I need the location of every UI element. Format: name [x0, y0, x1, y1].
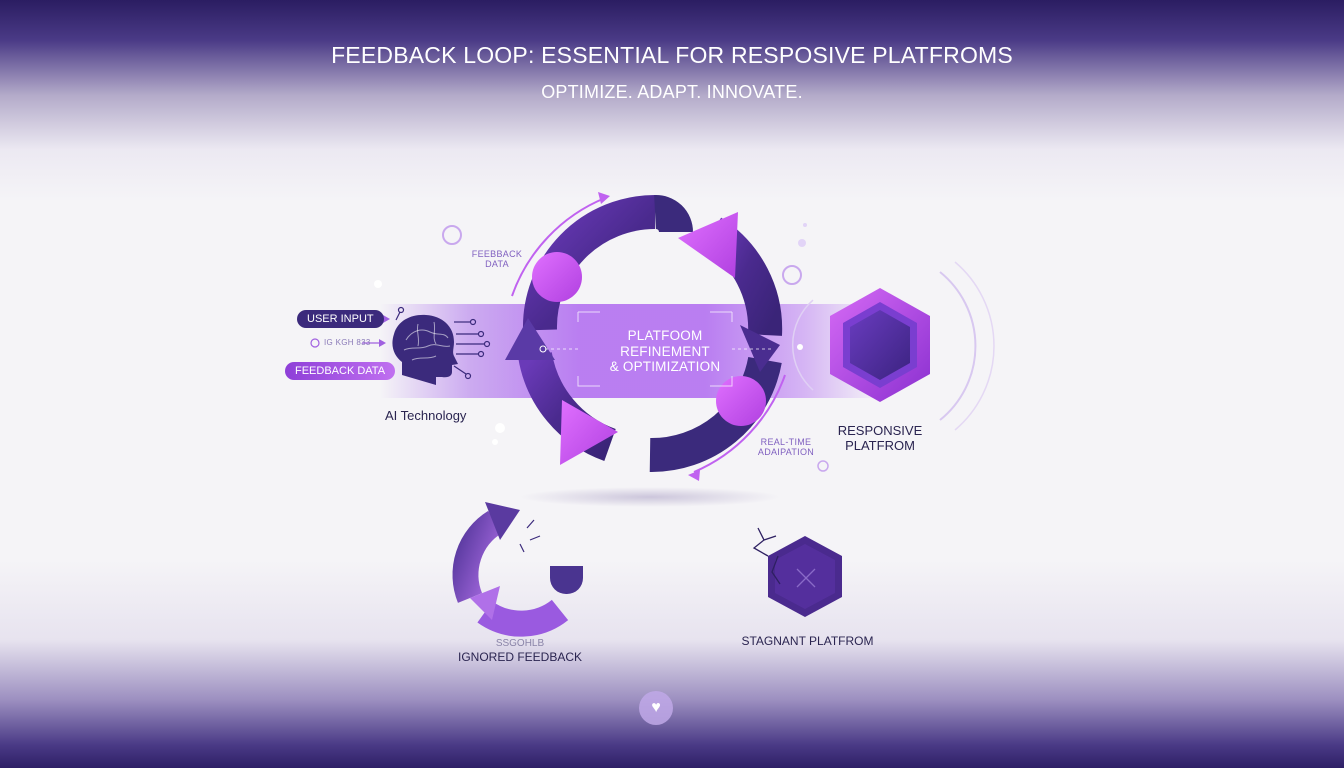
platform-label-line1: RESPONSIVE [837, 423, 923, 438]
feedback-arc-arrow [598, 192, 610, 204]
hexagon-platform-icon [791, 261, 995, 431]
loop-segment-top-left [522, 195, 656, 331]
loop-feedback-data-line2: DATA [485, 259, 509, 269]
adaptation-arc-arrow [688, 470, 700, 481]
page-subtitle: OPTIMIZE. ADAPT. INNOVATE. [541, 82, 803, 102]
adaptation-arc [693, 374, 786, 473]
loop-shadow [520, 487, 780, 507]
realtime-adaptation-label: REAL-TIME ADAIPATION [755, 437, 817, 457]
broken-loop-icon [452, 502, 583, 637]
refinement-band [380, 304, 880, 398]
stagnant-hexagon-icon [752, 527, 842, 617]
center-dot-left [539, 345, 547, 353]
feedback-loop-ring [505, 195, 783, 473]
loop-arrow-right [740, 325, 780, 372]
heart-button-bg [639, 691, 673, 725]
loop-node-bottom [716, 376, 766, 426]
realtime-line2: ADAIPATION [757, 447, 815, 457]
platform-label-line2: PLATFROM [845, 438, 915, 453]
loop-segment-bottom-right [649, 356, 782, 473]
feedback-data-pill: FEEDBACK DATA [285, 362, 396, 380]
arrow-sensor [379, 339, 386, 347]
center-line3: & OPTIMIZATION [609, 359, 721, 374]
center-line1: PLATFOOM [627, 328, 703, 343]
feedback-arc [511, 197, 606, 297]
loop-arrow-left [505, 318, 555, 360]
heart-icon[interactable]: ♥ [651, 699, 661, 716]
sensor-dot [310, 338, 320, 348]
loop-feedback-data-line1: FEEBBACK [471, 249, 523, 259]
loop-cap-top [654, 195, 694, 234]
ignored-feedback-label: IGNORED FEEDBACK [457, 650, 583, 664]
user-input-pill: USER INPUT [297, 310, 384, 328]
center-line2: REFINEMENT [620, 343, 710, 359]
loop-node-top [532, 252, 582, 302]
loop-feedback-data-label: FEEBBACK DATA [470, 249, 524, 269]
loop-arrow-top-right [678, 212, 738, 278]
brain-head-icon [392, 306, 491, 385]
loop-arrow-bottom-left [560, 400, 618, 465]
ai-technology-label: AI Technology [385, 408, 467, 423]
realtime-line1: REAL-TIME [760, 437, 812, 447]
sensor-stream-label: IG KGH 833 [324, 338, 371, 347]
center-frame [545, 311, 772, 387]
arrow-user-input [383, 315, 390, 323]
decorative-bubbles [374, 223, 829, 472]
center-refinement-text: PLATFOOM REFINEMENT & OPTIMIZATION [580, 328, 750, 375]
broken-loop-faded-label: SSGOHLB [495, 638, 545, 649]
stagnant-platform-label: STAGNANT PLATFROM [741, 634, 874, 648]
responsive-platform-label: RESPONSIVE PLATFROM [830, 423, 930, 453]
page-title: FEEDBACK LOOP: ESSENTIAL FOR RESPOSIVE P… [331, 42, 1013, 68]
